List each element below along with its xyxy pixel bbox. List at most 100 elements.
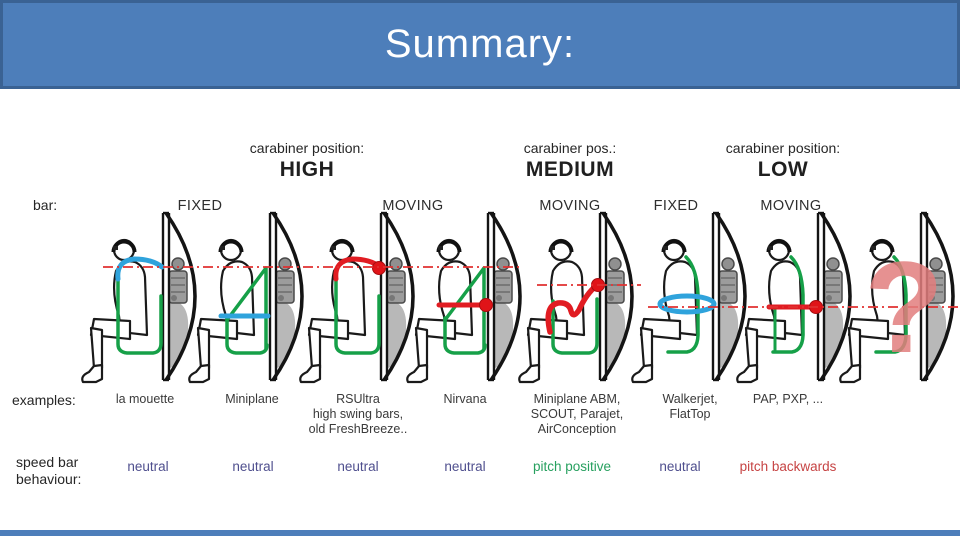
goggles-icon (871, 246, 876, 250)
figure-walkerjet (631, 211, 747, 384)
harness-lines (874, 255, 908, 354)
carabiner-position-level: HIGH (280, 158, 335, 181)
example-label: Miniplane ABM,SCOUT, Parajet,AirConcepti… (531, 392, 623, 436)
carabiner-position-level: MEDIUM (526, 158, 614, 181)
speed-strap (545, 282, 600, 335)
cage-arc (382, 211, 415, 381)
cage-arc (601, 211, 634, 381)
example-label-line: Miniplane ABM, (534, 392, 621, 406)
engine (168, 257, 188, 304)
carabiner-group-header: carabiner pos.:MEDIUM (524, 140, 617, 181)
carabiner-dot (479, 298, 493, 312)
paramotor (379, 211, 415, 382)
example-label-line: Miniplane (225, 392, 279, 406)
title-bar: Summary: (0, 0, 960, 89)
engine (823, 257, 843, 304)
goggles-icon (113, 246, 118, 250)
engine-detail (721, 295, 727, 301)
pilot (188, 238, 256, 384)
example-label: Nirvana (443, 392, 486, 406)
speedbar-row-label-1: speed bar (16, 454, 79, 470)
engine-head (278, 257, 292, 271)
engine-detail (278, 295, 284, 301)
behaviour-label: neutral (444, 459, 485, 474)
paramotor (268, 211, 304, 382)
engine-head (826, 257, 840, 271)
harness-lines (551, 297, 599, 355)
cage-arc (489, 211, 522, 381)
bar-type-label: FIXED (178, 198, 223, 214)
example-label-line: high swing bars, (313, 407, 403, 421)
paramotor (816, 211, 852, 382)
pilot (839, 238, 907, 384)
slide-title: Summary: (384, 22, 576, 66)
harness-seat (443, 316, 487, 355)
examples-row-label: examples: (12, 392, 76, 408)
engine-head (929, 257, 943, 271)
harness-lines (334, 272, 381, 355)
engine (493, 257, 513, 304)
bar-row-label: bar: (33, 197, 57, 213)
strap-swan-neck (545, 282, 600, 335)
pilot-shin (526, 326, 541, 370)
pilot-boot (406, 363, 429, 384)
engine (605, 257, 625, 304)
example-label: la mouette (116, 392, 174, 406)
engine (275, 257, 295, 304)
cage-arc (714, 211, 747, 381)
pilot-shin (744, 326, 759, 370)
behaviour-label: neutral (659, 459, 700, 474)
behaviour-label: neutral (127, 459, 168, 474)
figure-rsultra (299, 211, 415, 384)
pilot-boot (736, 363, 759, 384)
goggles-icon (438, 246, 443, 250)
harness-lines (116, 272, 163, 355)
speed-strap (115, 256, 165, 282)
pilot (406, 238, 474, 384)
pilot-boot (631, 363, 654, 384)
example-label-line: RSUltra (336, 392, 380, 406)
paramotor (711, 211, 747, 382)
harness-lines (225, 266, 269, 355)
pilot-shin (89, 326, 104, 370)
figure-la-mouette (81, 211, 197, 384)
pilot (299, 238, 367, 384)
harness-lines (666, 255, 700, 354)
figure-nirvana (406, 211, 522, 384)
paramotor (919, 211, 955, 382)
speed-strap (657, 293, 717, 315)
example-label-line: AirConception (538, 422, 617, 436)
engine-head (171, 257, 185, 271)
question-mark-icon: ? (864, 234, 943, 380)
carabiner-position-prefix: carabiner position: (726, 140, 840, 156)
harness-u (116, 272, 163, 355)
bottom-border-strip (0, 530, 960, 536)
engine-detail (389, 295, 395, 301)
figure-pap (736, 211, 852, 384)
behaviour-label: pitch backwards (740, 459, 837, 474)
example-label-line: la mouette (116, 392, 174, 406)
paramotor (486, 211, 522, 382)
example-label-line: old FreshBreeze.. (309, 422, 408, 436)
carabiner-group-header: carabiner position:HIGH (250, 140, 364, 181)
bar-type-label: FIXED (654, 198, 699, 214)
pilot-shin (307, 326, 322, 370)
engine-head (389, 257, 403, 271)
behaviour-label: neutral (232, 459, 273, 474)
harness-back (666, 255, 700, 354)
harness-back (771, 255, 805, 354)
harness-u (334, 272, 381, 355)
example-label-line: SCOUT, Parajet, (531, 407, 623, 421)
goggles-icon (550, 246, 555, 250)
engine-detail (826, 295, 832, 301)
strap-top-arc (115, 256, 165, 282)
pilot-boot (518, 363, 541, 384)
harness-triangle (225, 266, 268, 350)
engine (386, 257, 406, 304)
speedbar-row-label-2: behaviour: (16, 471, 81, 487)
example-label: Walkerjet,FlatTop (662, 392, 717, 421)
harness-lines (771, 255, 805, 354)
